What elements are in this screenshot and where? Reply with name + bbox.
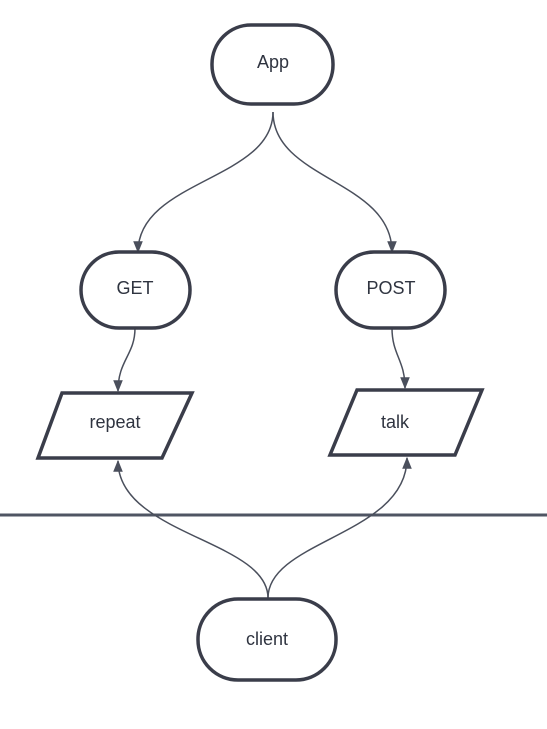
node-app-label: App <box>257 52 289 72</box>
node-talk[interactable]: talk <box>327 388 485 457</box>
edge-get-to-repeat <box>113 327 136 393</box>
node-repeat[interactable]: repeat <box>35 391 195 460</box>
node-client[interactable]: client <box>196 597 338 682</box>
node-client-label: client <box>246 629 288 649</box>
edge-app-to-post <box>272 111 397 254</box>
node-post-label: POST <box>366 278 415 298</box>
edge-client-to-talk <box>267 456 412 599</box>
edge-client-to-repeat <box>113 459 269 599</box>
edge-app-to-get <box>133 111 274 254</box>
node-get[interactable]: GET <box>79 250 192 330</box>
node-get-label: GET <box>116 278 153 298</box>
edge-post-to-talk <box>391 327 410 390</box>
node-talk-label: talk <box>381 412 410 432</box>
node-repeat-label: repeat <box>89 412 140 432</box>
node-app[interactable]: App <box>210 23 335 106</box>
node-post[interactable]: POST <box>334 250 447 330</box>
